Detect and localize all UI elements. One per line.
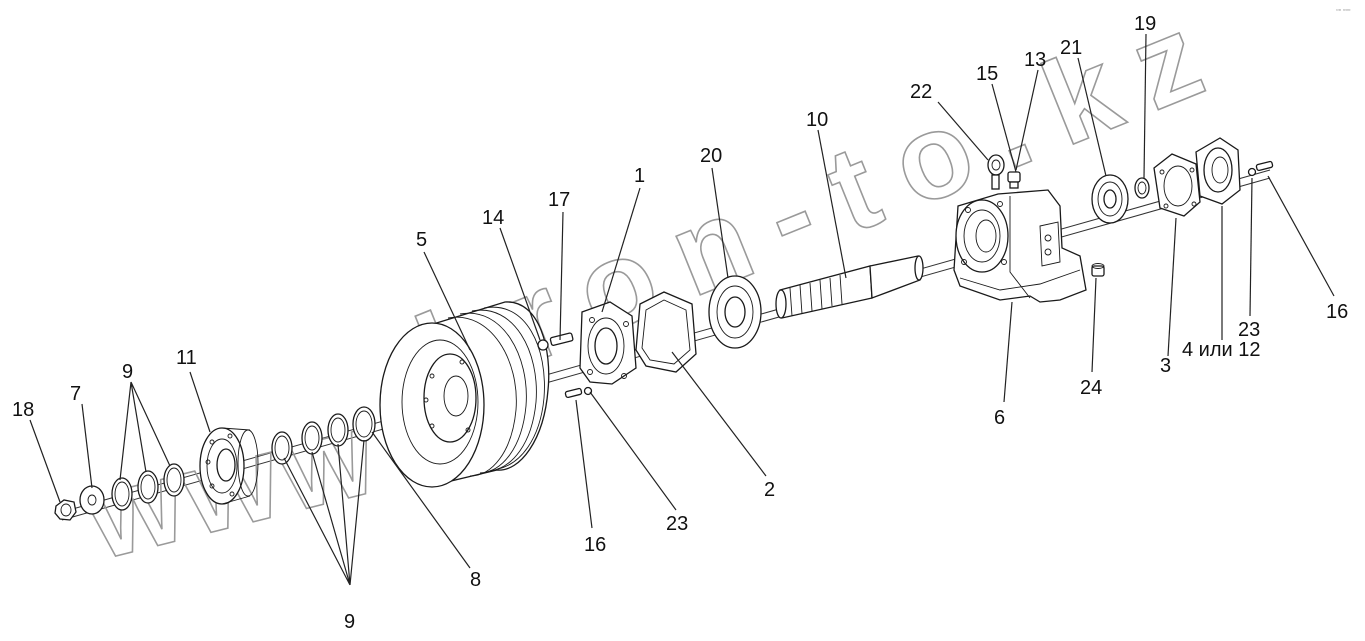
part-gasket-left (635, 291, 697, 373)
part-gasket-right (1153, 153, 1201, 217)
callout-4-or-12: 4 или 12 (1182, 339, 1261, 361)
callout-23-right: 23 (1238, 319, 1260, 341)
callout-6: 6 (994, 407, 1005, 429)
corner-mark: ▫▫ ▫▫▫ (1336, 7, 1350, 14)
callout-15: 15 (976, 63, 998, 85)
part-bearing-left (708, 275, 762, 349)
callout-20: 20 (700, 145, 722, 167)
part-pulley (379, 301, 550, 488)
part-washer (79, 485, 105, 515)
part-drain-plug (1091, 263, 1105, 277)
part-snap-ring (1134, 177, 1150, 199)
callout-23-left: 23 (666, 513, 688, 535)
callout-7: 7 (70, 383, 81, 405)
part-bolt-lower (564, 386, 593, 399)
callout-16-left: 16 (584, 534, 606, 556)
part-bearing-right (1091, 174, 1129, 224)
leader-lines (29, 33, 1335, 586)
callout-24: 24 (1080, 377, 1102, 399)
part-hub-flange (199, 427, 259, 505)
callout-10: 10 (806, 109, 828, 131)
callout-9-left: 9 (122, 361, 133, 383)
callout-2: 2 (764, 479, 775, 501)
spacer-rings-right (271, 406, 376, 465)
part-shaft (775, 255, 924, 319)
callout-9-bottom: 9 (344, 611, 355, 633)
callout-3: 3 (1160, 355, 1171, 377)
part-eye-bolt (987, 154, 1005, 190)
callout-16-right: 16 (1326, 301, 1348, 323)
callout-labels: 18 7 9 11 9 8 5 14 17 1 16 23 2 20 10 22… (12, 13, 1348, 633)
part-bearing-cover (579, 301, 637, 385)
callout-18: 18 (12, 399, 34, 421)
callout-22: 22 (910, 81, 932, 103)
callout-19: 19 (1134, 13, 1156, 35)
callout-14: 14 (482, 207, 504, 229)
spacer-rings-left (111, 463, 185, 511)
callout-13: 13 (1024, 49, 1046, 71)
callout-8: 8 (470, 569, 481, 591)
callout-21: 21 (1060, 37, 1082, 59)
callout-17: 17 (548, 189, 570, 211)
part-plug-top (1007, 171, 1021, 189)
callout-11: 11 (176, 347, 197, 369)
callout-5: 5 (416, 229, 427, 251)
part-housing (953, 189, 1087, 303)
part-bolt-right (1247, 160, 1274, 177)
callout-1: 1 (634, 165, 645, 187)
part-nut (54, 499, 77, 521)
part-end-cover (1195, 137, 1241, 205)
